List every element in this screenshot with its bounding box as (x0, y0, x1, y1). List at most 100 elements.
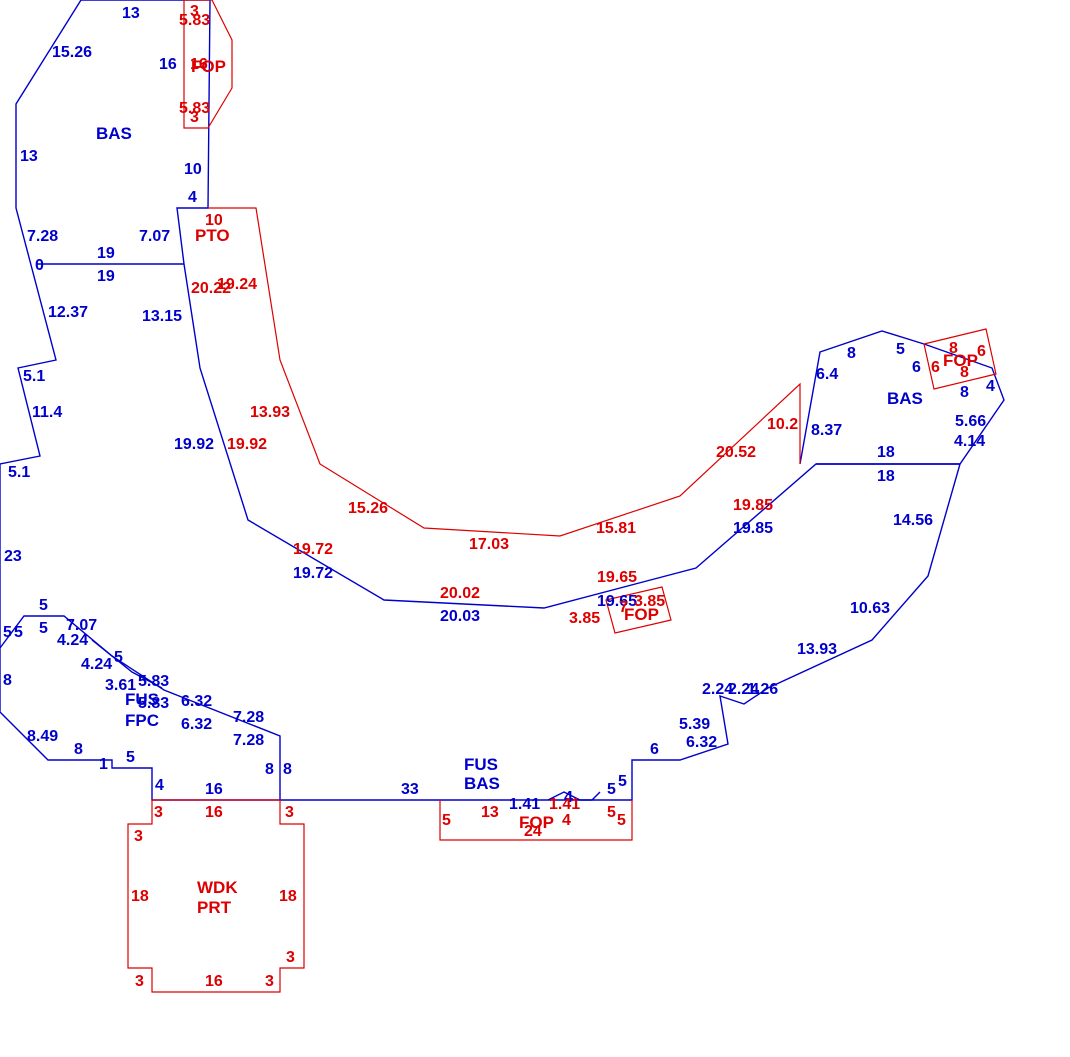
dim-label: 5 (126, 749, 135, 766)
dim-label: 8 (283, 761, 292, 778)
dim-label: 4.24 (57, 632, 88, 649)
dim-label: 33 (401, 781, 419, 798)
dim-label: 8 (3, 672, 12, 689)
dim-label: 13 (481, 804, 499, 821)
dim-label: 13 (122, 5, 140, 22)
dim-label: 10 (205, 212, 223, 229)
label-fus-bas-1: FUS (464, 755, 498, 774)
dim-label: 19.24 (217, 276, 257, 293)
fop-mid-outline (605, 586, 672, 634)
label-fop-mid: FOP (624, 605, 659, 624)
dim-label: 4 (188, 189, 197, 206)
dim-label: 1 (99, 756, 108, 773)
dim-label: 3.61 (105, 677, 136, 694)
dim-label: 5 (3, 624, 12, 641)
dim-label: 4 (564, 789, 573, 806)
dim-label: 5 (607, 804, 616, 821)
label-bas-main: BAS (96, 124, 132, 143)
dim-label: 2.24 (728, 681, 759, 698)
label-pto: PTO (195, 226, 230, 245)
fop-right-outline (923, 328, 997, 390)
dim-label: 16 (205, 973, 223, 990)
dim-label: 1.41 (509, 796, 540, 813)
dim-label: 4 (562, 812, 571, 829)
dim-label: 7.07 (66, 617, 97, 634)
dim-label: 3 (190, 109, 199, 126)
dim-label: 6 (931, 359, 940, 376)
dim-label: 19 (97, 245, 115, 262)
dim-label: 16 (159, 56, 177, 73)
dim-label: 17.03 (469, 536, 509, 553)
dim-label: 7.28 (233, 709, 264, 726)
dim-label: 5 (617, 812, 626, 829)
dim-label: 8 (960, 364, 969, 381)
dim-label: 3 (285, 804, 294, 821)
dim-label: 5.39 (679, 716, 710, 733)
dim-label: 3 (154, 804, 163, 821)
dim-label: 5 (607, 781, 616, 798)
dim-label: 16 (205, 781, 223, 798)
dim-label: 12.37 (48, 304, 88, 321)
dim-label: 13 (20, 148, 38, 165)
dim-label: 19.85 (733, 497, 773, 514)
dim-label: 4.24 (81, 656, 112, 673)
dim-label: 5 (39, 620, 48, 637)
dim-label: 8 (949, 340, 958, 357)
dim-label: 2.24 (702, 681, 733, 698)
dim-label: 4 (986, 378, 995, 395)
dim-label: 5.83 (138, 673, 169, 690)
dim-label: 7 (619, 599, 628, 616)
dim-label: 20.22 (191, 280, 231, 297)
dim-label: 18 (131, 888, 149, 905)
dim-label: 6.4 (816, 366, 838, 383)
dim-label: 19.92 (174, 436, 214, 453)
dim-label: 6 (650, 741, 659, 758)
dim-label: 6 (912, 359, 921, 376)
dim-label: 19.72 (293, 565, 333, 582)
dim-label: 5.83 (179, 100, 210, 117)
dim-label: 6.32 (181, 693, 212, 710)
dim-label: 16 (205, 804, 223, 821)
dim-label: 18 (877, 444, 895, 461)
dim-label: 5.1 (23, 368, 45, 385)
dim-label: 15.26 (348, 500, 388, 517)
dim-label: 8 (74, 741, 83, 758)
pto-outline (208, 207, 801, 537)
label-bas-right: BAS (887, 389, 923, 408)
bas-main-outline (81, 0, 1005, 609)
label-fop-right: FOP (943, 351, 978, 370)
dim-label: 19.65 (597, 593, 637, 610)
dim-label: 3 (190, 3, 199, 20)
dim-label: 5 (114, 649, 123, 666)
dim-label: 10.2 (767, 416, 798, 433)
label-fus-bas-2: BAS (464, 774, 500, 793)
dim-label: 19.65 (597, 569, 637, 586)
dim-label: 4.14 (954, 433, 985, 450)
dim-label: 14.56 (893, 512, 933, 529)
dim-label: 3 (265, 973, 274, 990)
dim-label: 0 (35, 257, 44, 274)
dim-label: 3 (286, 949, 295, 966)
dim-label: 7.28 (233, 732, 264, 749)
dim-label: 8 (960, 384, 969, 401)
dim-label: 24 (524, 823, 542, 840)
dim-label: 1.41 (549, 796, 580, 813)
dim-label: 8.37 (811, 422, 842, 439)
dim-label: 6.32 (181, 716, 212, 733)
dim-label: 4 (155, 777, 164, 794)
fus-bas-notch (547, 791, 601, 801)
dim-label: 5 (896, 341, 905, 358)
dim-label: 13.15 (142, 308, 182, 325)
dim-label: 7.07 (139, 228, 170, 245)
label-wdk-prt-2: PRT (197, 898, 232, 917)
dim-label: 13.93 (797, 641, 837, 658)
label-wdk-prt-1: WDK (197, 878, 238, 897)
dim-label: 15.81 (596, 520, 636, 537)
dim-label: 5 (14, 624, 23, 641)
dim-label: 16 (190, 56, 208, 73)
wdk-prt-outline (127, 799, 305, 993)
label-fop-top: FOP (191, 57, 226, 76)
dim-label: 8 (847, 345, 856, 362)
fus-fpc-inner (91, 639, 163, 689)
dim-label: 5.83 (138, 695, 169, 712)
